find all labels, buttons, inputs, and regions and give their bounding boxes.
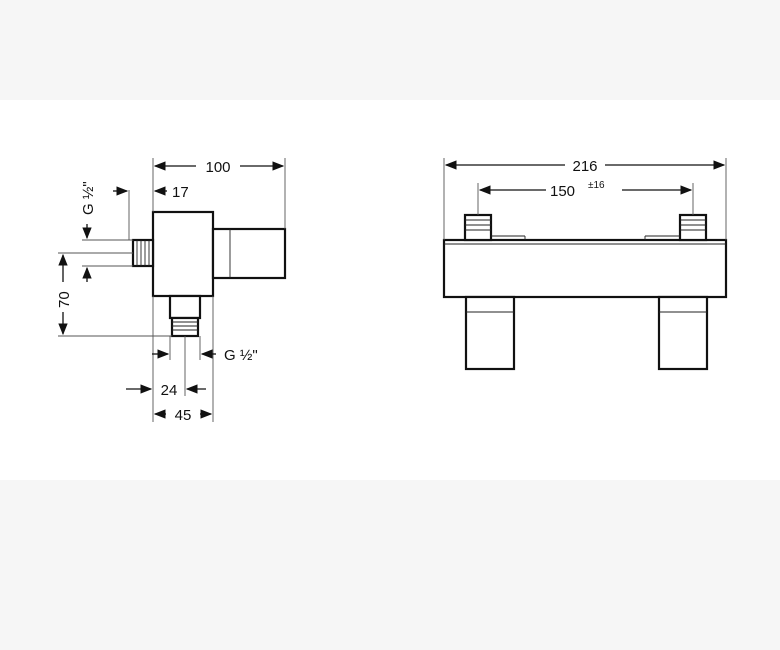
right-leg [657, 295, 709, 371]
outlet-neck [168, 294, 202, 320]
inlet-thread [131, 238, 155, 268]
dim-tolerance-label: ±16 [588, 180, 605, 191]
thread-bottom-label: G ½" [224, 347, 258, 364]
front-view: 216 150 ±16 [442, 158, 728, 371]
dim-depth-label: 45 [175, 407, 192, 424]
side-view: 100 17 G ½" 70 G ½" 24 45 [56, 158, 287, 424]
dim-offset-label: 17 [172, 184, 189, 201]
thread-top-label: G ½" [80, 181, 97, 215]
outlet-thread [170, 316, 200, 338]
dim-overall-label: 216 [572, 158, 597, 175]
right-top-thread [678, 213, 708, 242]
dim-spacing-label: 24 [161, 382, 178, 399]
dim-width-label: 100 [205, 159, 230, 176]
mixer-body [442, 238, 728, 299]
valve-body [151, 210, 215, 298]
handle [211, 227, 287, 280]
dim-centers-label: 150 [550, 183, 575, 200]
dim-height-label: 70 [56, 291, 73, 308]
left-leg [464, 295, 516, 371]
left-top-thread [463, 213, 493, 242]
